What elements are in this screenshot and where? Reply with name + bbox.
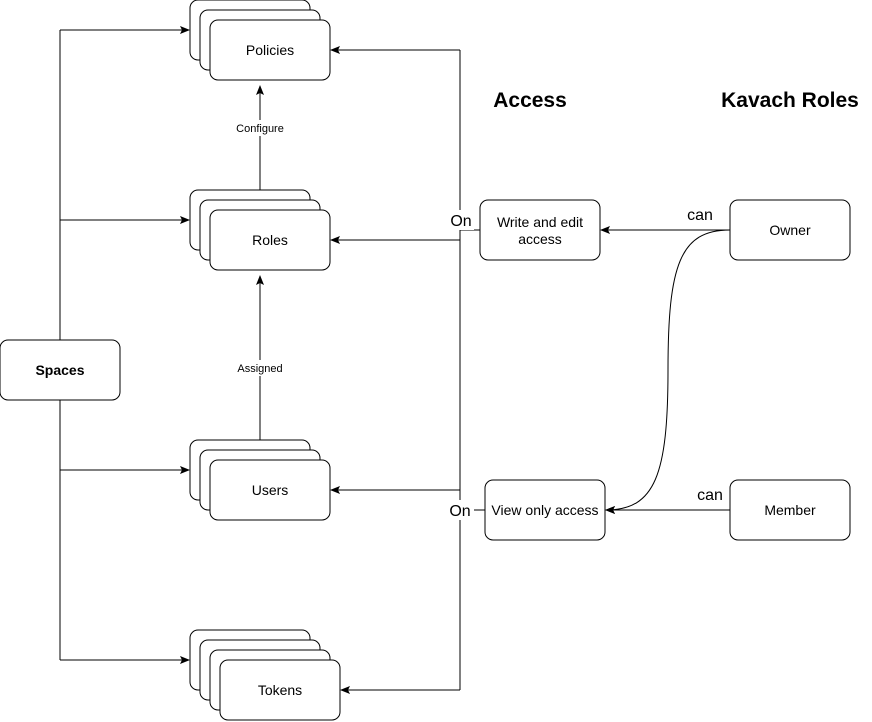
- node-users-label: Users: [252, 482, 289, 498]
- node-write-access: Write and edit access: [479, 199, 601, 261]
- heading-access: Access: [493, 89, 567, 112]
- node-view-access-label: View only access: [491, 502, 598, 518]
- label-can-owner: can: [687, 207, 713, 224]
- label-on-write: On: [450, 213, 471, 230]
- node-policies: Policies: [189, 0, 331, 81]
- node-member-label: Member: [764, 502, 816, 518]
- node-spaces-label: Spaces: [35, 362, 84, 378]
- node-tokens-label: Tokens: [258, 682, 302, 698]
- node-users: Users: [189, 439, 331, 521]
- node-roles: Roles: [189, 189, 331, 271]
- node-roles-label: Roles: [252, 232, 288, 248]
- node-spaces: Spaces: [0, 339, 121, 401]
- edge-owner-view: [605, 229, 731, 514]
- label-can-member: can: [697, 487, 723, 504]
- node-owner: Owner: [729, 199, 851, 261]
- node-owner-label: Owner: [769, 222, 811, 238]
- node-write-access-line2: access: [518, 231, 562, 247]
- node-tokens: Tokens: [189, 629, 341, 721]
- label-on-view: On: [449, 503, 470, 520]
- label-configure: Configure: [236, 123, 284, 135]
- node-policies-label: Policies: [246, 42, 294, 58]
- label-assigned: Assigned: [237, 363, 282, 375]
- node-member: Member: [729, 479, 851, 541]
- node-view-access: View only access: [484, 479, 606, 541]
- node-write-access-line1: Write and edit: [497, 214, 583, 230]
- heading-kavach-roles: Kavach Roles: [721, 89, 859, 112]
